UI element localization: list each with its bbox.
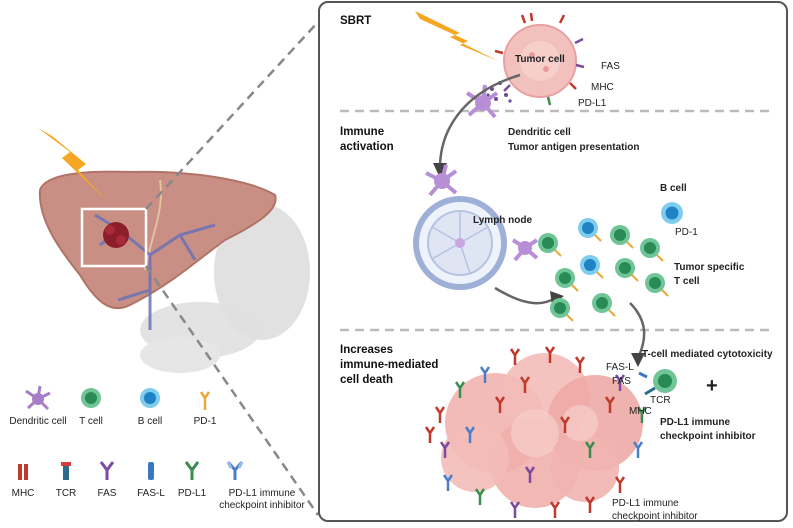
label-tumor-specific-2: T cell bbox=[674, 276, 700, 287]
label-fas: FAS bbox=[601, 61, 620, 72]
label-inhibitor-bottom-1: PD-L1 immune bbox=[612, 498, 679, 509]
t-cell-icon bbox=[81, 388, 101, 408]
mechanism-illustration bbox=[340, 11, 770, 518]
label-tumor-antigen: Tumor antigen presentation bbox=[508, 142, 640, 153]
dendritic-cell-icon bbox=[25, 385, 51, 411]
right-panel: SBRT Immune activation Increases immune-… bbox=[318, 1, 788, 522]
tcr-icon bbox=[61, 462, 71, 480]
section-sbrt: SBRT bbox=[340, 15, 372, 27]
tumor-cell-graphic bbox=[503, 24, 577, 98]
label-mhc: MHC bbox=[591, 82, 614, 93]
legend-label-tcr: TCR bbox=[55, 488, 77, 499]
label-tumor-specific-1: Tumor specific bbox=[674, 262, 745, 273]
legend-label-inhibitor-1: PD-L1 immune bbox=[228, 488, 296, 499]
label-tumor-cell: Tumor cell bbox=[515, 54, 565, 65]
plus-sign: + bbox=[706, 375, 718, 397]
legend-label-mhc: MHC bbox=[11, 488, 35, 499]
lymph-node-graphic bbox=[413, 196, 507, 290]
legend-label-fas: FAS bbox=[97, 488, 117, 499]
label-lymph-node: Lymph node bbox=[473, 215, 533, 226]
label-inhibitor-2: checkpoint inhibitor bbox=[660, 431, 756, 442]
legend-label-fasl: FAS-L bbox=[137, 488, 165, 499]
label-pd1: PD-1 bbox=[675, 227, 698, 238]
b-cell-icon bbox=[140, 388, 160, 408]
fas-icon bbox=[99, 461, 115, 480]
label-inhibitor-bottom-2: checkpoint inhibitor bbox=[612, 511, 698, 522]
legend-label-bcell: B cell bbox=[137, 416, 163, 427]
mhc-icon bbox=[18, 464, 28, 480]
left-panel: Dendritic cell T cell B cell PD-1 MHC TC… bbox=[0, 0, 320, 528]
section-increases-line1: Increases bbox=[340, 344, 394, 356]
section-immune-line2: activation bbox=[340, 141, 394, 153]
tumor-mass-graphic bbox=[441, 353, 643, 508]
section-increases-line3: cell death bbox=[340, 374, 394, 386]
legend-label-dendritic: Dendritic cell bbox=[9, 416, 67, 427]
legend-label-tcell: T cell bbox=[79, 416, 103, 427]
label-fasl: FAS-L bbox=[606, 362, 634, 373]
label-b-cell: B cell bbox=[660, 183, 687, 194]
pd1-icon bbox=[199, 391, 211, 410]
legend-label-inhibitor-2: checkpoint inhibitor bbox=[219, 500, 305, 511]
legend-label-pdl1: PD-L1 bbox=[177, 488, 207, 499]
label-t-cell-cytotoxicity: T-cell mediated cytotoxicity bbox=[642, 349, 773, 360]
pdl1-icon bbox=[184, 461, 200, 480]
liver-illustration bbox=[38, 21, 320, 516]
inhibitor-icon bbox=[226, 461, 244, 480]
t-cell-cluster bbox=[538, 218, 669, 322]
legend-label-pd1: PD-1 bbox=[193, 416, 217, 427]
label-dendritic-cell: Dendritic cell bbox=[508, 127, 571, 138]
fasl-icon bbox=[148, 462, 154, 480]
label-mhc-bottom: MHC bbox=[629, 406, 652, 417]
label-tcr: TCR bbox=[650, 395, 671, 406]
section-immune-line1: Immune bbox=[340, 126, 385, 138]
cytotoxic-t-cell-graphic bbox=[653, 369, 677, 393]
label-inhibitor-1: PD-L1 immune bbox=[660, 417, 731, 428]
legend-icons bbox=[18, 385, 244, 480]
label-fas-bottom: FAS bbox=[612, 376, 631, 387]
label-pdl1: PD-L1 bbox=[578, 98, 607, 109]
section-increases-line2: immune-mediated bbox=[340, 359, 439, 371]
